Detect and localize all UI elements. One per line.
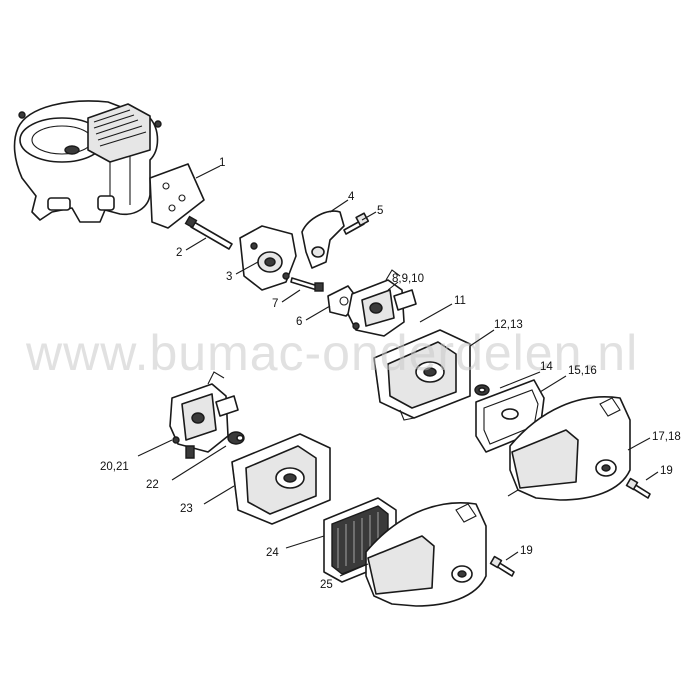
leader-17 xyxy=(627,437,651,451)
screw-part-19-lower xyxy=(489,555,515,577)
cover-part-25 xyxy=(365,502,487,607)
callout-labels: 1 2 3 4 5 6 7 8,9,10 11 12,13 14 15,16 1… xyxy=(100,157,681,591)
filter-housing-part-23 xyxy=(231,433,331,525)
stud-bolt-part-2 xyxy=(184,215,233,250)
ring-part-12 xyxy=(474,384,490,396)
callout-14: 14 xyxy=(540,361,553,373)
leader-1 xyxy=(195,165,221,179)
carburetor-part-8 xyxy=(347,269,417,337)
callout-7: 7 xyxy=(272,298,278,310)
leader-12 xyxy=(469,329,495,347)
leader-11 xyxy=(419,303,453,323)
leader-7 xyxy=(281,289,301,303)
leader-4 xyxy=(329,199,349,213)
callout-24: 24 xyxy=(266,547,279,559)
callout-22: 22 xyxy=(146,479,159,491)
callout-5: 5 xyxy=(377,205,383,217)
leader-19a xyxy=(645,471,659,481)
leader-15 xyxy=(539,375,567,393)
callout-11: 11 xyxy=(454,295,466,307)
leader-8 xyxy=(387,281,399,291)
gasket-part-1 xyxy=(149,163,205,229)
callout-1: 1 xyxy=(219,157,225,169)
callout-15: 15,16 xyxy=(568,365,597,377)
callout-19-lower: 19 xyxy=(520,545,533,557)
carburetor-part-20 xyxy=(169,371,239,459)
intake-flange-part-3 xyxy=(239,225,297,291)
cover-part-17 xyxy=(507,396,631,501)
callout-2: 2 xyxy=(176,247,182,259)
filter-housing-part-11 xyxy=(373,329,471,421)
leader-22 xyxy=(171,445,227,481)
leader-19b xyxy=(505,551,519,561)
bolt-part-5 xyxy=(343,212,370,235)
crankcase-part xyxy=(13,100,162,223)
bracket-part-4 xyxy=(301,210,345,269)
leader-23 xyxy=(203,485,235,505)
leader-5 xyxy=(361,211,377,221)
callout-4: 4 xyxy=(348,191,355,203)
callout-6: 6 xyxy=(296,316,302,328)
leader-14 xyxy=(499,371,541,389)
callout-12: 12,13 xyxy=(494,319,523,331)
callout-17: 17,18 xyxy=(652,431,681,443)
leader-lines xyxy=(137,165,659,577)
callout-20: 20,21 xyxy=(100,461,129,473)
callout-25: 25 xyxy=(320,579,333,591)
leader-24 xyxy=(285,535,325,549)
screw-part-7 xyxy=(290,277,324,292)
leader-3 xyxy=(235,261,259,275)
callout-8: 8,9,10 xyxy=(392,273,424,285)
leader-20 xyxy=(137,439,173,457)
watermark-text: www.bumac-onderdelen.nl xyxy=(25,325,638,381)
callout-19-upper: 19 xyxy=(660,465,673,477)
fitting-part-22 xyxy=(227,431,245,445)
screw-part-19-upper xyxy=(625,477,651,499)
leader-2 xyxy=(185,237,207,251)
callout-23: 23 xyxy=(180,503,193,515)
leader-6 xyxy=(305,305,331,321)
callout-3: 3 xyxy=(226,271,232,283)
leader-25 xyxy=(339,563,369,577)
